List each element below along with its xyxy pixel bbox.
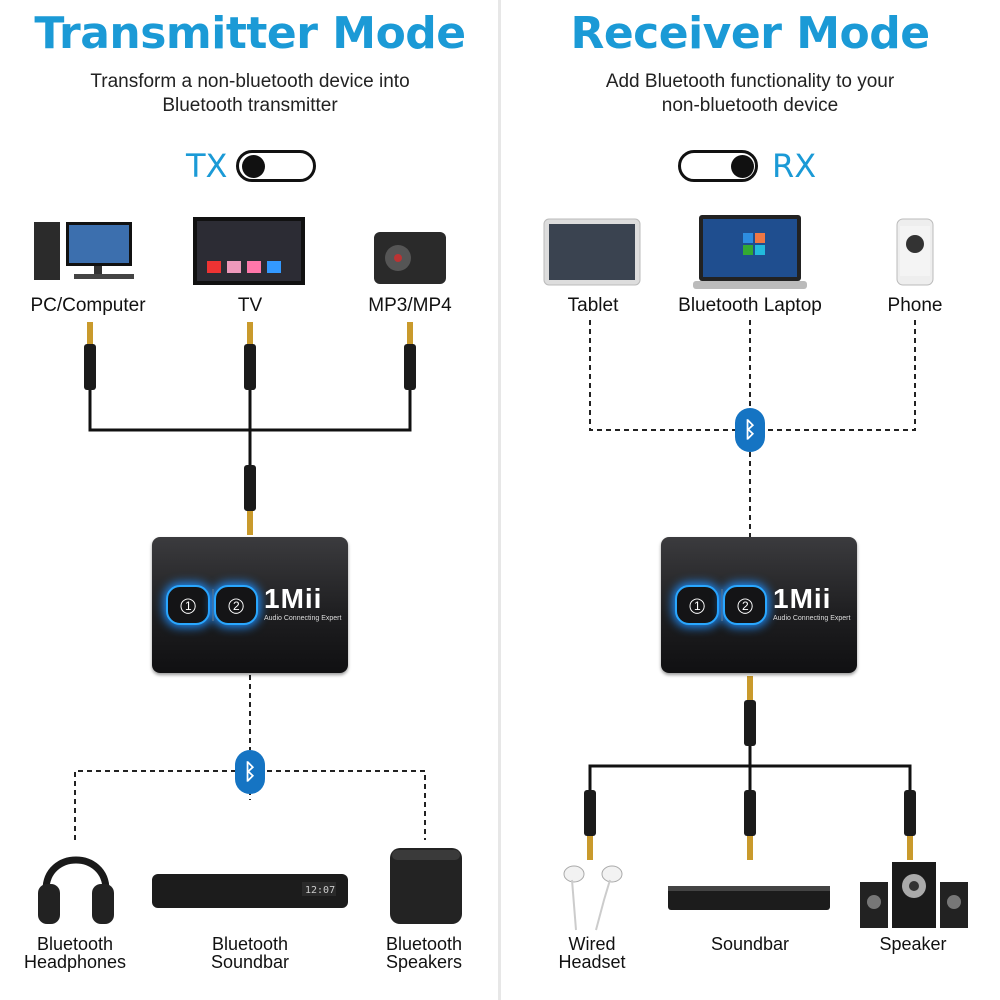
button-separator	[212, 589, 214, 621]
output-label-headset-line2: Headset	[558, 952, 626, 972]
pair-button-1[interactable]: ◯1	[675, 585, 719, 625]
output-label-soundbar-line2: Soundbar	[210, 952, 290, 972]
receiver-subtitle-line2: non-bluetooth device	[661, 95, 839, 116]
output-label-headphones-line2: Headphones	[23, 952, 127, 972]
output-label-speakers-line2: Speakers	[385, 952, 463, 972]
device-brand-logo: 1Mii	[773, 583, 832, 614]
output-label-speaker-line1: Speaker	[879, 934, 947, 954]
receiver-subtitle-line1: Add Bluetooth functionality to your	[605, 71, 895, 92]
output-label-speakers: Bluetooth Speakers	[364, 935, 484, 971]
output-label-headphones-line1: Bluetooth	[36, 934, 114, 954]
audio-jack-soundbar	[744, 790, 756, 860]
bluetooth-adapter-device: ◯1 ◯2 1Mii Audio Connecting Expert	[661, 537, 857, 673]
audio-jack-headset	[584, 790, 596, 860]
pair-button-2[interactable]: ◯2	[723, 585, 767, 625]
speaker-icon	[390, 848, 462, 924]
rx-switch-knob	[731, 155, 754, 178]
receiver-subtitle: Add Bluetooth functionality to your non-…	[550, 70, 950, 118]
mp3-player-icon	[374, 232, 446, 284]
output-label-headset: Wired Headset	[532, 935, 652, 971]
transmitter-subtitle: Transform a non-bluetooth device into Bl…	[50, 70, 450, 118]
soundbar-icon: 12:07	[152, 874, 348, 908]
source-label-tv: TV	[237, 295, 263, 316]
audio-jack-device-output	[744, 676, 756, 746]
source-label-phone: Phone	[887, 295, 943, 316]
panel-divider	[498, 0, 501, 1000]
output-label-soundbar-line1: Bluetooth	[211, 934, 289, 954]
source-label-mp3: MP3/MP4	[368, 295, 452, 316]
pc-computer-icon	[34, 222, 134, 280]
svg-text:12:07: 12:07	[305, 885, 335, 896]
pair-button-2[interactable]: ◯2	[214, 585, 258, 625]
audio-jack-speaker	[904, 790, 916, 860]
laptop-icon	[693, 215, 807, 289]
phone-device	[896, 218, 934, 286]
device-tagline: Audio Connecting Expert	[264, 615, 342, 622]
transmitter-subtitle-line1: Transform a non-bluetooth device into	[90, 71, 410, 92]
bluetooth-icon: ᛒ	[735, 408, 765, 452]
soundbar-icon	[668, 886, 830, 910]
source-label-pc: PC/Computer	[30, 295, 146, 316]
output-label-soundbar: Bluetooth Soundbar	[190, 935, 310, 971]
output-label-soundbar-rx-line1: Soundbar	[710, 934, 790, 954]
pair-button-1[interactable]: ◯1	[166, 585, 210, 625]
audio-jack-mp3	[404, 322, 416, 390]
bluetooth-icon: ᛒ	[235, 750, 265, 794]
earphones-icon	[563, 865, 623, 931]
tablet-icon	[543, 218, 641, 286]
rx-mode-switch[interactable]	[678, 150, 758, 182]
speaker-system-icon	[860, 862, 968, 928]
receiver-wiring	[584, 320, 916, 860]
device-brand-logo: 1Mii	[264, 583, 323, 614]
output-label-headphones: Bluetooth Headphones	[15, 935, 135, 971]
device-tagline: Audio Connecting Expert	[773, 615, 851, 622]
tx-mode-label: TX	[186, 147, 228, 185]
output-label-speaker: Speaker	[853, 935, 973, 953]
rx-mode-label: RX	[772, 147, 817, 185]
audio-jack-pc	[84, 322, 96, 390]
receiver-panel: Receiver Mode Add Bluetooth functionalit…	[500, 0, 1000, 1000]
output-label-headset-line1: Wired	[568, 934, 616, 954]
source-label-laptop: Bluetooth Laptop	[678, 295, 822, 316]
tv-icon	[193, 217, 305, 285]
transmitter-panel: Transmitter Mode Transform a non-bluetoo…	[15, 8, 484, 971]
receiver-title: Receiver Mode	[570, 8, 930, 59]
tx-switch-knob	[242, 155, 265, 178]
audio-jack-tv	[244, 322, 256, 390]
transmitter-subtitle-line2: Bluetooth transmitter	[162, 95, 338, 116]
audio-jack-device-input	[244, 465, 256, 535]
transmitter-title: Transmitter Mode	[34, 8, 466, 59]
output-label-speakers-line1: Bluetooth	[385, 934, 463, 954]
tx-mode-switch[interactable]	[236, 150, 316, 182]
headphones-icon	[38, 856, 114, 924]
source-label-tablet: Tablet	[567, 295, 619, 316]
bluetooth-adapter-device: ◯1 ◯2 1Mii Audio Connecting Expert	[152, 537, 348, 673]
output-label-soundbar-rx: Soundbar	[690, 935, 810, 953]
button-separator	[721, 589, 723, 621]
